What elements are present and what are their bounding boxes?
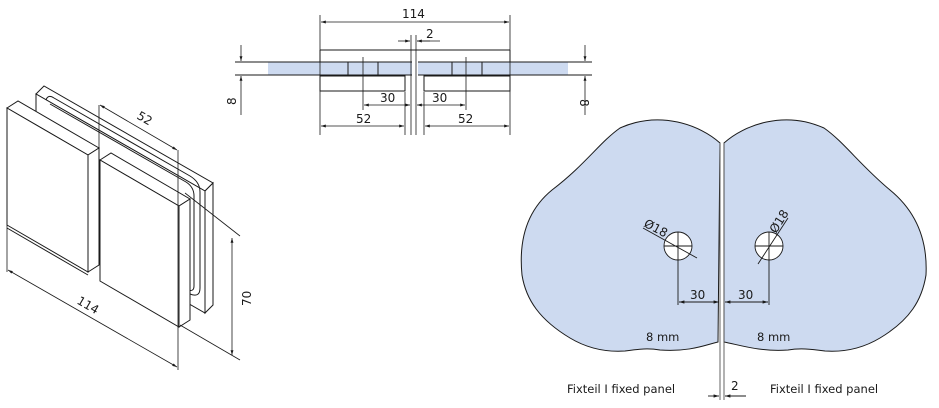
top-right-plate-dimension: 52 bbox=[458, 112, 473, 126]
isometric-dimensions bbox=[6, 104, 241, 370]
iso-width-dimension: 114 bbox=[75, 293, 102, 317]
right-hole-offset-label: 30 bbox=[738, 288, 753, 302]
top-right-hole-offset-dimension: 30 bbox=[432, 91, 447, 105]
top-gap-dimension: 2 bbox=[426, 27, 434, 41]
top-view: 114 2 30 30 52 52 8 8 bbox=[225, 7, 592, 135]
gap-dimension-label: 2 bbox=[731, 379, 739, 393]
left-hole-offset-label: 30 bbox=[690, 288, 705, 302]
right-glass-panel bbox=[723, 119, 927, 352]
top-left-thickness-dimension: 8 bbox=[225, 97, 239, 105]
right-glass-thickness-label: 8 mm bbox=[757, 330, 790, 344]
top-left-hole-offset-dimension: 30 bbox=[380, 91, 395, 105]
right-panel-label: Fixteil I fixed panel bbox=[770, 382, 878, 396]
top-left-plate-dimension: 52 bbox=[356, 112, 371, 126]
front-view: Ø18 Ø18 30 30 8 mm 8 mm 2 Fixteil I fixe… bbox=[520, 119, 927, 400]
iso-depth-dimension: 52 bbox=[135, 108, 155, 128]
top-total-width-dimension: 114 bbox=[402, 7, 425, 21]
iso-height-dimension: 70 bbox=[240, 291, 254, 306]
left-panel-label: Fixteil I fixed panel bbox=[567, 382, 675, 396]
top-right-thickness-dimension: 8 bbox=[577, 99, 591, 107]
left-glass-thickness-label: 8 mm bbox=[646, 330, 679, 344]
left-glass-panel bbox=[520, 119, 721, 352]
isometric-view bbox=[6, 85, 214, 328]
